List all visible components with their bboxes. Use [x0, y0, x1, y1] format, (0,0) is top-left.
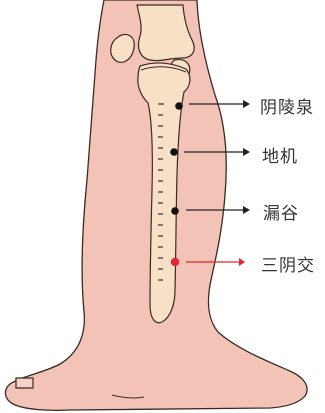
label-diji: 地机: [262, 142, 298, 167]
label-yinlingquan: 阴陵泉: [260, 93, 314, 118]
arrowhead-diji: [243, 148, 250, 156]
point-marker-lougu: [171, 207, 179, 215]
toenail: [16, 378, 33, 388]
label-lougu: 漏谷: [263, 199, 299, 224]
label-sanyinjiao: 三阴交: [261, 251, 315, 276]
point-marker-diji: [170, 148, 178, 156]
arrowhead-sanyinjiao: [239, 258, 245, 266]
arrowhead-yinlingquan: [243, 100, 250, 108]
point-marker-sanyinjiao: [171, 258, 179, 266]
arrowhead-lougu: [243, 206, 250, 214]
point-marker-yinlingquan: [175, 102, 183, 110]
